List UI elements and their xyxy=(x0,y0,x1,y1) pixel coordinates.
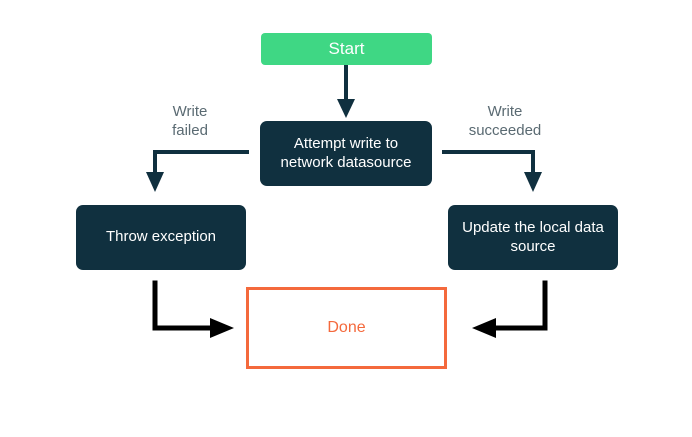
edge-attempt-to-throw xyxy=(146,150,249,192)
edge-label-write-succeeded: Write succeeded xyxy=(468,103,542,139)
edge-update-to-done xyxy=(472,280,548,338)
node-attempt-write[interactable]: Attempt write to network datasource xyxy=(260,121,432,186)
edge-throw-to-done xyxy=(152,280,234,338)
node-update-local-data-source[interactable]: Update the local data source xyxy=(448,205,618,270)
edge-label-write-failed: Write failed xyxy=(172,103,208,139)
node-start[interactable]: Start xyxy=(261,33,432,65)
edge-start-to-attempt xyxy=(337,64,355,118)
edge-attempt-to-update xyxy=(442,150,542,192)
node-done[interactable]: Done xyxy=(246,287,447,369)
node-throw-exception[interactable]: Throw exception xyxy=(76,205,246,270)
